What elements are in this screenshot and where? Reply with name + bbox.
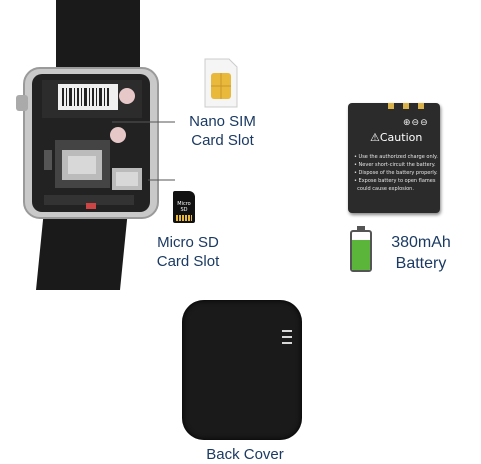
nano-sim-label: Nano SIM Card Slot xyxy=(175,112,270,150)
battery-pack-image: ⊕⊖⊖ ⚠Caution • Use the authorized charge… xyxy=(348,103,440,213)
battery-label: 380mAh Battery xyxy=(376,232,466,274)
battery-word: Battery xyxy=(395,255,447,272)
caution-line: • Dispose of the battery properly. xyxy=(354,170,438,176)
battery-caution-title: ⚠Caution xyxy=(370,131,423,144)
smartwatch-image xyxy=(0,0,175,290)
nano-sim-card-icon xyxy=(203,57,239,109)
back-cover-label: Back Cover xyxy=(206,446,284,463)
nano-sim-label-line1: Nano SIM xyxy=(189,113,256,130)
micro-sd-card-icon: Micro SD xyxy=(173,191,195,223)
back-cover-image xyxy=(182,300,302,440)
micro-sd-label-line1: Micro SD xyxy=(157,234,219,251)
micro-sd-label-line2: Card Slot xyxy=(156,253,220,270)
battery-level-icon xyxy=(350,226,372,272)
battery-capacity: 380mAh xyxy=(391,234,451,251)
caution-line: • Never short-circuit the battery. xyxy=(354,162,436,168)
micro-sd-card-text: Micro SD xyxy=(177,201,191,213)
battery-level-fill xyxy=(352,239,370,270)
caution-line: • Expose battery to open flames xyxy=(354,178,436,184)
nano-sim-label-line2: Card Slot xyxy=(191,132,254,149)
micro-sd-label: Micro SD Card Slot xyxy=(148,233,228,271)
caution-line: • Use the authorized charge only. xyxy=(354,154,438,160)
battery-terminals: ⊕⊖⊖ xyxy=(403,118,429,128)
caution-line: could cause explosion. xyxy=(354,186,414,192)
